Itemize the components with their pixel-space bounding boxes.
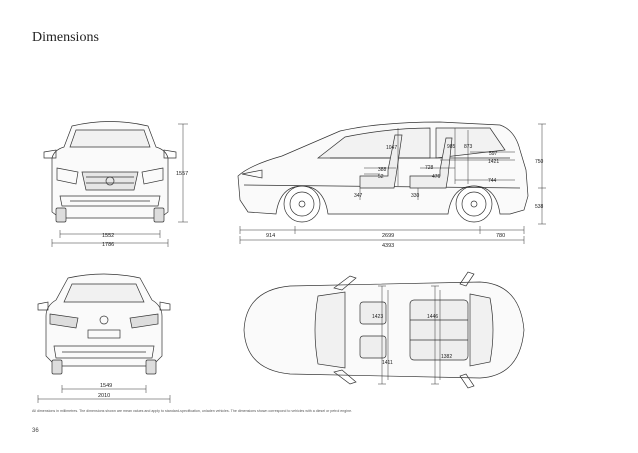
page-title: Dimensions xyxy=(32,30,99,45)
headroom-third-label: 873 xyxy=(464,144,473,150)
dim-744-label: 744 xyxy=(488,178,497,184)
rear-track-label: 1549 xyxy=(100,383,112,389)
rear-width-mirrors-label: 2010 xyxy=(98,393,110,399)
headroom-rear-label: 985 xyxy=(447,144,456,150)
dim-538-label: 538 xyxy=(535,204,544,210)
front-height-label: 1557 xyxy=(176,171,188,177)
dim-330-label: 330 xyxy=(411,193,420,199)
dim-750-label: 750 xyxy=(535,159,544,165)
side-view-dimension-lines xyxy=(239,123,546,244)
shoulder-front-label: 1423 xyxy=(372,314,383,320)
front-width-label: 1786 xyxy=(102,242,114,248)
headroom-front-label: 1047 xyxy=(386,145,397,151)
hip-front-label: 1411 xyxy=(382,360,393,366)
dim-476-label: 476 xyxy=(432,174,441,180)
front-overhang-label: 914 xyxy=(266,233,275,239)
wheelbase-label: 2699 xyxy=(382,233,394,239)
front-view-car xyxy=(43,121,177,223)
rear-overhang-label: 780 xyxy=(496,233,505,239)
dim-1421-label: 1421 xyxy=(488,159,499,165)
footnote: All dimensions in millimetres. The dimen… xyxy=(32,409,353,413)
front-track-label: 1552 xyxy=(102,233,114,239)
length-label: 4393 xyxy=(382,243,394,249)
rear-view-car xyxy=(37,273,171,375)
dim-347-label: 347 xyxy=(354,193,363,199)
seat-52-label: 52 xyxy=(378,174,384,180)
top-view-dimension-lines xyxy=(378,285,441,385)
legroom-rear-label: 728 xyxy=(425,165,434,171)
hip-rear-label: 1382 xyxy=(441,354,452,360)
shoulder-rear-label: 1446 xyxy=(427,314,438,320)
rear-view-dimension-lines xyxy=(37,385,171,403)
page-number: 36 xyxy=(32,428,39,434)
seat-388-label: 388 xyxy=(378,167,387,173)
top-view-car xyxy=(243,271,525,389)
front-view-dimension-lines xyxy=(51,123,188,247)
dim-597-label: 597 xyxy=(489,151,498,157)
